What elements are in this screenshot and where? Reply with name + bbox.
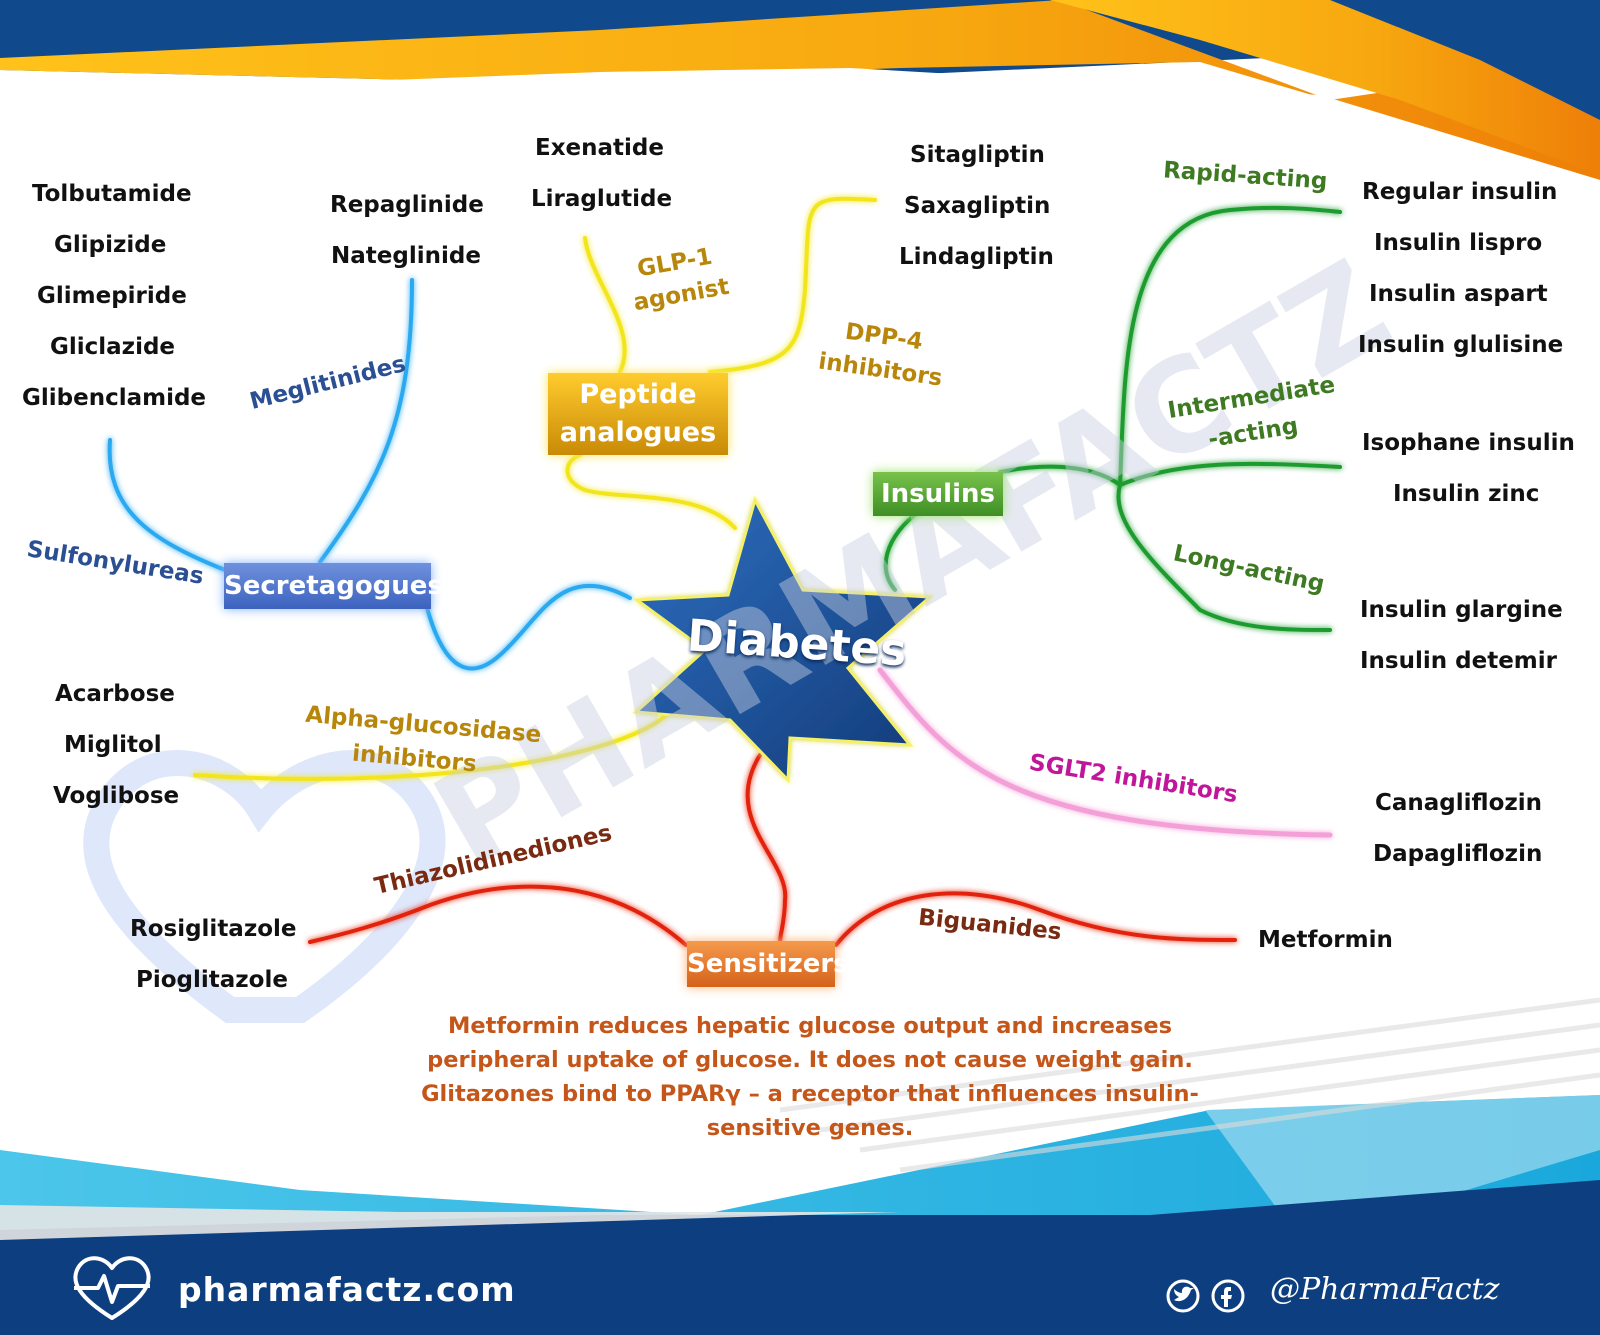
category-sensitizers: Sensitizers	[687, 941, 849, 987]
branch-center-sensitizers	[745, 753, 788, 944]
branch-rapid	[1118, 205, 1342, 487]
drug-pioglitazole: Pioglitazole	[136, 967, 288, 993]
drug-insulin-lispro: Insulin lispro	[1374, 230, 1543, 256]
drug-insulin-glulisine: Insulin glulisine	[1358, 332, 1564, 358]
drug-lindagliptin: Lindagliptin	[899, 244, 1054, 270]
drug-insulin-detemir: Insulin detemir	[1360, 648, 1557, 674]
drug-liraglutide: Liraglutide	[531, 186, 673, 212]
drug-repaglinide: Repaglinide	[330, 192, 484, 218]
drug-regular-insulin: Regular insulin	[1362, 179, 1558, 205]
drug-miglitol: Miglitol	[64, 732, 162, 758]
drug-nateglinide: Nateglinide	[331, 243, 481, 269]
footer-site-link[interactable]: pharmafactz.com	[178, 1270, 516, 1309]
drug-voglibose: Voglibose	[53, 783, 180, 809]
drug-isophane-insulin: Isophane insulin	[1362, 430, 1575, 456]
footnote-text: Metformin reduces hepatic glucose output…	[421, 1013, 1199, 1141]
branch-biguanides	[834, 891, 1237, 947]
drug-canagliflozin: Canagliflozin	[1375, 790, 1543, 816]
category-peptide-analogues: Peptide analogues	[548, 373, 728, 455]
drug-exenatide: Exenatide	[535, 135, 664, 161]
footer-banner	[0, 997, 1600, 1335]
drug-sitagliptin: Sitagliptin	[910, 142, 1045, 168]
drug-glibenclamide: Glibenclamide	[22, 385, 207, 411]
drug-acarbose: Acarbose	[55, 681, 175, 707]
branch-center-secretagogues	[423, 583, 632, 671]
branch-meglitinides	[318, 278, 414, 564]
branch-glp1	[583, 236, 627, 374]
category-insulins: Insulins	[873, 472, 1003, 516]
branch-long	[1116, 483, 1332, 632]
twitter-icon[interactable]	[1166, 1279, 1200, 1313]
branch-alpha-glucosidase	[193, 710, 672, 781]
branch-sulfonylureas	[107, 438, 227, 572]
heart-pulse-icon	[73, 1256, 151, 1320]
footer-social-handle[interactable]: @PharmaFactz	[1270, 1272, 1500, 1307]
branch-thiazolidinediones	[308, 884, 688, 947]
drug-metformin: Metformin	[1258, 927, 1393, 953]
branch-dpp4	[708, 196, 877, 374]
diabetes-star-icon	[632, 496, 934, 784]
branch-sglt2	[877, 667, 1333, 838]
branch-insulins-hub	[998, 464, 1122, 487]
drug-glipizide: Glipizide	[54, 232, 167, 258]
drug-gliclazide: Gliclazide	[50, 334, 176, 360]
drug-rosiglitazole: Rosiglitazole	[130, 916, 297, 942]
branch-intermediate	[1118, 461, 1342, 487]
drug-saxagliptin: Saxagliptin	[904, 193, 1051, 219]
drug-insulin-zinc: Insulin zinc	[1393, 481, 1540, 507]
drug-glimepiride: Glimepiride	[37, 283, 187, 309]
drug-insulin-aspart: Insulin aspart	[1369, 281, 1548, 307]
facebook-icon[interactable]	[1211, 1279, 1245, 1313]
drug-dapagliflozin: Dapagliflozin	[1373, 841, 1543, 867]
category-secretagogues: Secretagogues	[224, 563, 443, 609]
header-banner	[0, 0, 1600, 200]
drug-tolbutamide: Tolbutamide	[32, 181, 192, 207]
watermark-heart-icon	[83, 750, 446, 1023]
drug-insulin-glargine: Insulin glargine	[1360, 597, 1563, 623]
branch-center-peptide	[565, 453, 737, 530]
